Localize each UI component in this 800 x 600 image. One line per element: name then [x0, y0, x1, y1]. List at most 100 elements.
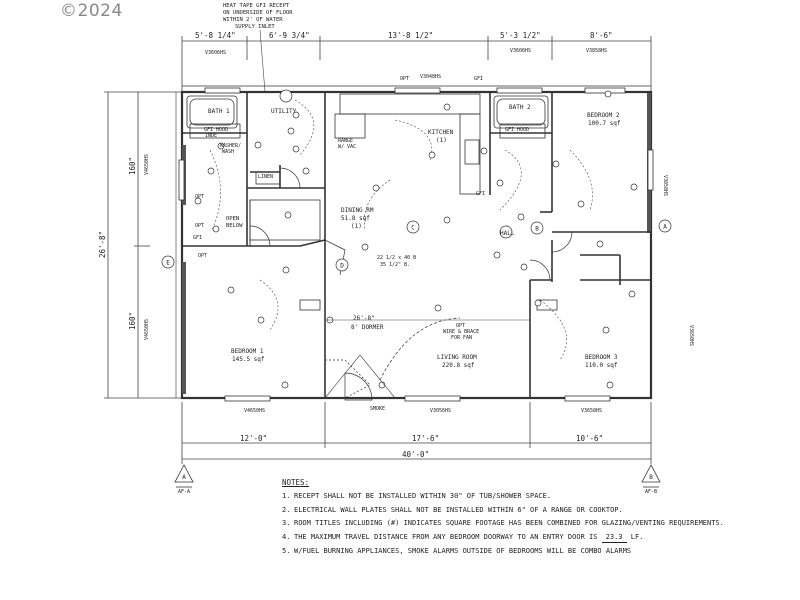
svg-text:ON UNDERSIDE OF FLOOR: ON UNDERSIDE OF FLOOR [223, 10, 293, 16]
svg-text:OPT: OPT [195, 194, 204, 200]
svg-text:OPT: OPT [456, 323, 465, 329]
svg-text:WASHER/: WASHER/ [220, 143, 241, 149]
svg-text:OPT: OPT [198, 253, 207, 259]
svg-text:V3650HS: V3650HS [688, 325, 694, 346]
svg-text:(1): (1) [436, 137, 447, 144]
svg-text:SUPPLY INLET: SUPPLY INLET [235, 24, 275, 30]
svg-text:E: E [166, 260, 170, 267]
travel-distance-value: 23.3 [601, 533, 627, 544]
svg-text:100.7 sqf: 100.7 sqf [588, 120, 621, 127]
dim-top-3: 13'-8 1/2" [388, 31, 433, 40]
svg-text:A: A [663, 224, 667, 231]
windows [178, 87, 654, 402]
bottom-dimension-labels: 12'-0" 17'-6" 10'-6" 40'-0" [240, 434, 603, 459]
svg-text:17'-6": 17'-6" [412, 434, 439, 443]
svg-text:GFI HOOD: GFI HOOD [505, 127, 529, 133]
svg-text:GFI: GFI [474, 76, 483, 82]
bathtubs [186, 95, 549, 129]
dormer-label: 8' DORMER [351, 324, 384, 331]
room-linen: LINEN [258, 174, 273, 180]
svg-text:V3048HS: V3048HS [420, 74, 441, 80]
room-utility: UTILITY [271, 108, 297, 115]
svg-text:WASH: WASH [222, 149, 234, 155]
svg-text:160": 160" [128, 312, 137, 330]
dim-top-1: 5'-8 1/4" [195, 31, 236, 40]
svg-text:V3606HS: V3606HS [205, 50, 226, 56]
heat-tape-note: HEAT TAPE GFI RECEPT ON UNDERSIDE OF FLO… [223, 3, 293, 30]
svg-text:10'-6": 10'-6" [576, 434, 603, 443]
svg-text:OPEN: OPEN [226, 216, 239, 222]
tag-markers [161, 89, 672, 272]
svg-text:40'-0": 40'-0" [402, 450, 429, 459]
svg-text:110.0 sqf: 110.0 sqf [585, 362, 618, 369]
svg-text:OPT: OPT [400, 76, 409, 82]
left-dimensions [104, 91, 182, 399]
svg-text:V3658HS: V3658HS [581, 408, 602, 414]
copyright-watermark: ©2024 [60, 1, 123, 21]
left-dimension-labels: 160" 26'-8" 160" [98, 157, 137, 330]
note-3: 3.ROOM TITLES INCLUDING (#) INDICATES SQ… [282, 519, 724, 528]
dim-top-4: 5'-3 1/2" [500, 31, 541, 40]
svg-text:B: B [649, 474, 653, 481]
svg-text:GFI: GFI [193, 235, 202, 241]
svg-text:A: A [182, 474, 186, 481]
top-dimension-labels: 5'-8 1/4" 6'-9 3/4" 13'-8 1/2" 5'-3 1/2"… [195, 31, 613, 40]
note-1: 1.RECEPT SHALL NOT BE INSTALLED WITHIN 3… [282, 492, 552, 501]
svg-text:W/ VAC: W/ VAC [338, 144, 356, 150]
svg-text:V3606HS: V3606HS [510, 48, 531, 54]
room-bath1: BATH 1 [208, 108, 230, 115]
svg-text:D: D [340, 263, 344, 270]
svg-text:V3858HS: V3858HS [662, 175, 668, 196]
room-bedroom3: BEDROOM 3 [585, 354, 618, 361]
svg-text:51.8 sqf: 51.8 sqf [341, 215, 370, 222]
svg-text:HEAT TAPE GFI RECEPT: HEAT TAPE GFI RECEPT [223, 3, 290, 9]
room-bedroom1: BEDROOM 1 [231, 348, 264, 355]
notes-header: NOTES: [282, 478, 310, 487]
svg-text:(1): (1) [351, 223, 362, 230]
svg-text:C: C [411, 225, 415, 232]
svg-text:B: B [535, 226, 539, 233]
svg-text:BELOW: BELOW [226, 223, 243, 229]
outlets [194, 90, 638, 389]
svg-text:26'-8": 26'-8" [98, 231, 107, 258]
svg-text:WITHIN 2' OF WATER: WITHIN 2' OF WATER [223, 17, 283, 23]
svg-text:160": 160" [128, 157, 137, 175]
dormer-width: 26'-8" [353, 315, 375, 322]
svg-text:GFI HOOD: GFI HOOD [204, 127, 228, 133]
note-4: 4.THE MAXIMUM TRAVEL DISTANCE FROM ANY B… [282, 533, 752, 544]
top-dimensions [181, 36, 652, 92]
bottom-dimensions [181, 402, 652, 464]
svg-text:RANGE: RANGE [338, 138, 353, 144]
room-dining: DINING RM [341, 207, 374, 214]
doors [249, 167, 573, 401]
room-living: LIVING ROOM [437, 354, 477, 361]
svg-text:V4650HS: V4650HS [144, 319, 150, 340]
dim-top-2: 6'-9 3/4" [269, 31, 310, 40]
svg-text:22 1/2 x 40 B: 22 1/2 x 40 B [377, 255, 416, 261]
room-labels: BATH 1 UTILITY KITCHEN (1) BATH 2 BEDROO… [208, 104, 621, 369]
svg-text:AF-A: AF-A [178, 489, 190, 495]
note-2: 2.ELECTRICAL WALL PLATES SHALL NOT BE IN… [282, 505, 623, 514]
svg-text:V4650HS: V4650HS [244, 408, 265, 414]
tag-marker-labels: E A B C D [166, 224, 667, 270]
svg-text:SMOKE: SMOKE [370, 406, 385, 412]
svg-text:220.8 sqf: 220.8 sqf [442, 362, 475, 369]
note-5: 5.W/FUEL BURNING APPLIANCES, SMOKE ALARM… [282, 547, 632, 556]
svg-text:35 1/2" B.: 35 1/2" B. [380, 262, 410, 268]
svg-text:WIRE & BRACE: WIRE & BRACE [443, 329, 479, 335]
room-kitchen: KITCHEN [428, 129, 454, 136]
notes-block: NOTES: 1.RECEPT SHALL NOT BE INSTALLED W… [282, 478, 752, 560]
svg-text:145.5 sqf: 145.5 sqf [232, 356, 265, 363]
svg-text:V4650HS: V4650HS [144, 154, 150, 175]
svg-text:GFI: GFI [476, 191, 485, 197]
svg-text:AF-B: AF-B [645, 489, 657, 495]
room-hall: HALL [500, 230, 515, 237]
room-bath2: BATH 2 [509, 104, 531, 111]
section-markers [174, 464, 661, 488]
svg-text:INDE: INDE [205, 133, 217, 139]
svg-text:FOR FAN: FOR FAN [451, 335, 472, 341]
dim-top-5: 8'-6" [590, 31, 613, 40]
svg-text:OPT: OPT [195, 223, 204, 229]
svg-text:V3056HS: V3056HS [430, 408, 451, 414]
